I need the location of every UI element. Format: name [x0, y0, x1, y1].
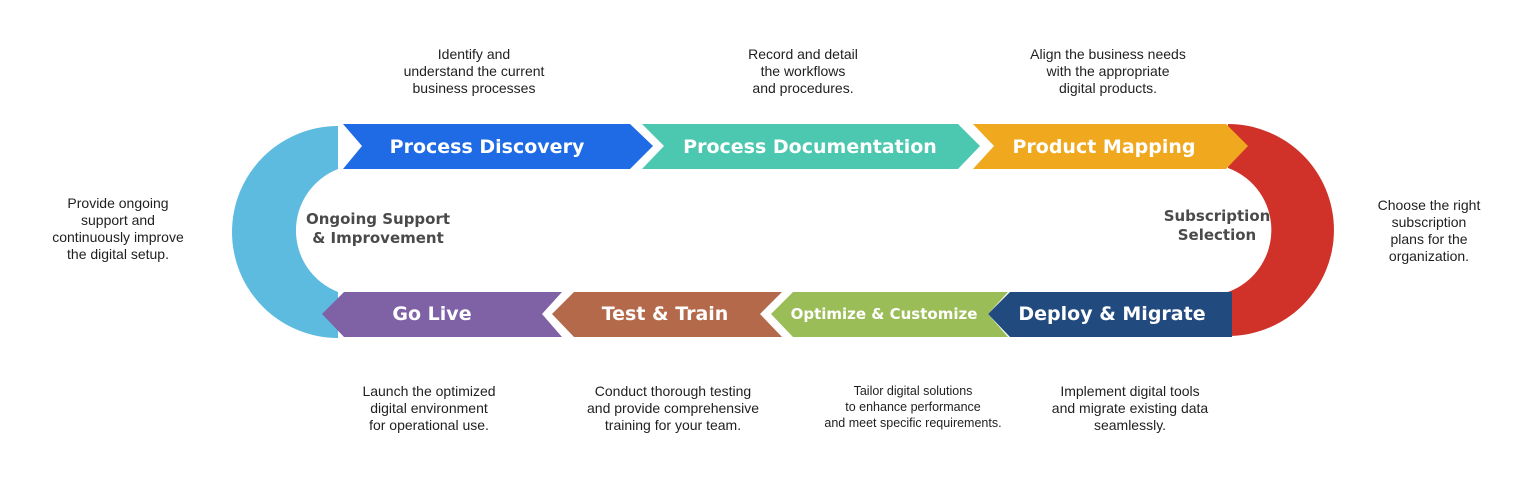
process-documentation-arrow [642, 124, 980, 169]
process-discovery-label: Process Discovery [390, 136, 585, 158]
optimize-customize-arrow [771, 292, 1008, 337]
side-left-line: & Improvement [312, 229, 444, 247]
subscription-selection-arc [1228, 124, 1334, 336]
process-discovery-description: Identify and understand the current busi… [403, 46, 545, 96]
product-mapping-description: Align the business needs with the approp… [1030, 46, 1186, 96]
side-left-line: Ongoing Support [306, 210, 450, 228]
go-live-arrow [322, 292, 562, 337]
side-right-line: Selection [1178, 226, 1256, 244]
product-mapping-arrow [973, 124, 1248, 169]
product-mapping-label: Product Mapping [1012, 136, 1195, 158]
process-documentation-label: Process Documentation [683, 136, 937, 158]
test-train-arrow [552, 292, 782, 337]
deploy-migrate-arrow [988, 292, 1232, 337]
ongoing-support-label: Ongoing Support& Improvement [306, 210, 450, 247]
process-documentation-description: Record and detail the workflows and proc… [748, 46, 858, 96]
deploy-migrate-label: Deploy & Migrate [1018, 303, 1205, 325]
subscription-selection-description: Choose the right subscription plans for … [1377, 197, 1481, 264]
side-right-line: Subscription [1164, 207, 1271, 225]
go-live-label: Go Live [392, 303, 471, 325]
test-train-label: Test & Train [602, 303, 729, 325]
optimize-customize-description: Tailor digital solutions to enhance perf… [824, 384, 1002, 430]
ongoing-support-description: Provide ongoing support and continuously… [52, 195, 184, 262]
go-live-description: Launch the optimized digital environment… [362, 383, 496, 433]
test-train-description: Conduct thorough testing and provide com… [587, 383, 759, 433]
deploy-migrate-description: Implement digital tools and migrate exis… [1051, 383, 1209, 433]
process-discovery-arrow [343, 124, 653, 169]
ongoing-support-arc [232, 126, 338, 338]
optimize-customize-label: Optimize & Customize [791, 305, 978, 323]
